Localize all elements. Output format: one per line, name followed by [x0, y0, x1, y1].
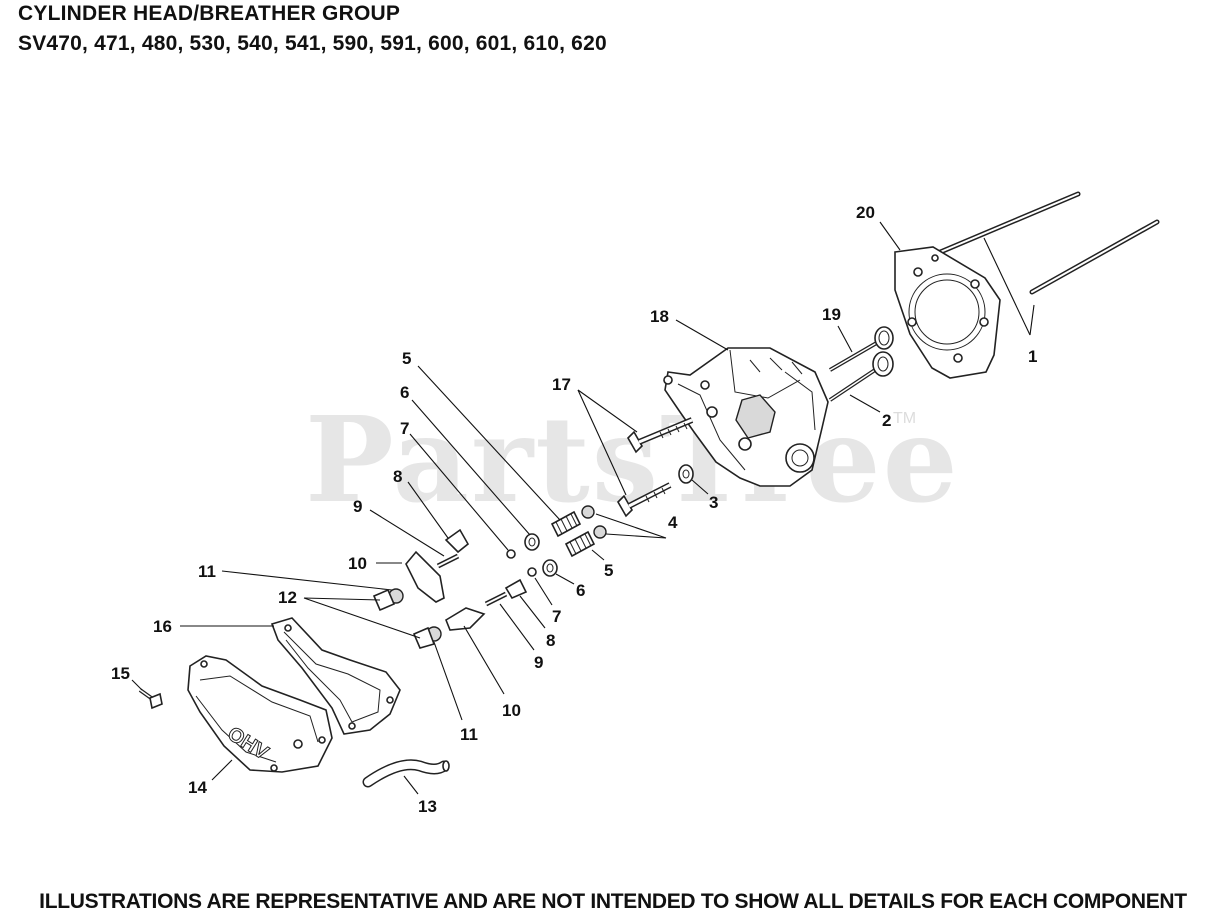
callout-label: 14	[188, 778, 207, 797]
callout-14: 14	[188, 759, 233, 797]
part-3-washer[interactable]	[678, 464, 694, 484]
callout-label: 17	[552, 375, 571, 394]
page-title: CYLINDER HEAD/BREATHER GROUP	[18, 2, 401, 25]
callout-5a: 5	[402, 349, 561, 521]
part-2-exhaust-valve[interactable]	[828, 351, 894, 402]
callout-16: 16	[153, 617, 274, 636]
callout-label: 5	[402, 349, 411, 368]
callout-label: 18	[650, 307, 669, 326]
callout-4: 4	[595, 513, 678, 539]
callout-13: 13	[403, 775, 437, 816]
callout-label: 6	[400, 383, 409, 402]
part-15-cover-screw[interactable]	[138, 688, 163, 710]
callout-8b: 8	[519, 595, 555, 650]
callout-label: 1	[1028, 347, 1037, 366]
callout-label: 13	[418, 797, 437, 816]
part-5-valve-springs[interactable]	[550, 510, 596, 558]
watermark-trademark: TM	[893, 410, 917, 427]
callout-label: 6	[576, 581, 585, 600]
callout-label: 5	[604, 561, 613, 580]
callout-label: 3	[709, 493, 718, 512]
disclaimer-footer: ILLUSTRATIONS ARE REPRESENTATIVE AND ARE…	[39, 890, 1187, 913]
part-4-valve-seals[interactable]	[581, 505, 607, 539]
callout-17: 17	[552, 375, 638, 496]
part-9-rocker-studs[interactable]	[436, 553, 508, 607]
callout-2: 2	[849, 394, 891, 430]
part-13-breather-hose[interactable]	[362, 759, 450, 788]
callout-label: 4	[668, 513, 678, 532]
callout-label: 11	[460, 725, 478, 744]
callout-5b: 5	[591, 549, 613, 580]
part-1-push-rods[interactable]	[935, 191, 1160, 295]
part-20-head-gasket[interactable]	[894, 246, 1001, 379]
part-10-rocker-arms[interactable]	[405, 550, 486, 631]
model-list: SV470, 471, 480, 530, 540, 541, 590, 591…	[18, 32, 607, 55]
callout-label: 7	[400, 419, 409, 438]
callout-18: 18	[650, 307, 729, 351]
callout-9b: 9	[499, 603, 543, 672]
callout-11a: 11	[198, 562, 393, 591]
part-7-valve-keepers[interactable]	[506, 549, 537, 577]
callout-label: 8	[393, 467, 402, 486]
part-16-cover-gasket[interactable]	[270, 617, 401, 735]
callout-3: 3	[691, 479, 718, 512]
callout-label: 9	[353, 497, 362, 516]
callout-label: 9	[534, 653, 543, 672]
callout-label: 8	[546, 631, 555, 650]
callout-20: 20	[856, 203, 901, 251]
part-19-intake-valve[interactable]	[828, 326, 894, 372]
callout-19: 19	[822, 305, 853, 353]
callout-11b: 11	[433, 641, 478, 744]
callout-7b: 7	[534, 577, 561, 626]
callout-7a: 7	[400, 419, 509, 551]
callout-label: 20	[856, 203, 875, 222]
part-8-guide-plates[interactable]	[444, 528, 528, 600]
callout-label: 2	[882, 411, 891, 430]
callout-label: 11	[198, 562, 216, 581]
callout-label: 7	[552, 607, 561, 626]
callout-10a: 10	[348, 554, 402, 573]
part-12-set-screws[interactable]	[372, 588, 436, 649]
part-18-cylinder-head[interactable]	[663, 347, 829, 487]
callout-12: 12	[278, 588, 421, 639]
part-6-spring-retainers[interactable]	[524, 533, 558, 577]
callout-label: 15	[111, 664, 130, 683]
callout-10b: 10	[463, 625, 521, 720]
callout-label: 12	[278, 588, 297, 607]
callout-label: 16	[153, 617, 172, 636]
callout-label: 10	[502, 701, 521, 720]
callout-9a: 9	[353, 497, 445, 557]
callout-label: 19	[822, 305, 841, 324]
callout-8a: 8	[393, 467, 449, 539]
callout-6a: 6	[400, 383, 531, 536]
callout-label: 10	[348, 554, 367, 573]
part-17-head-bolts[interactable]	[617, 417, 694, 518]
callout-15: 15	[111, 664, 143, 691]
callout-6b: 6	[555, 573, 585, 600]
callout-1: 1	[983, 237, 1037, 366]
